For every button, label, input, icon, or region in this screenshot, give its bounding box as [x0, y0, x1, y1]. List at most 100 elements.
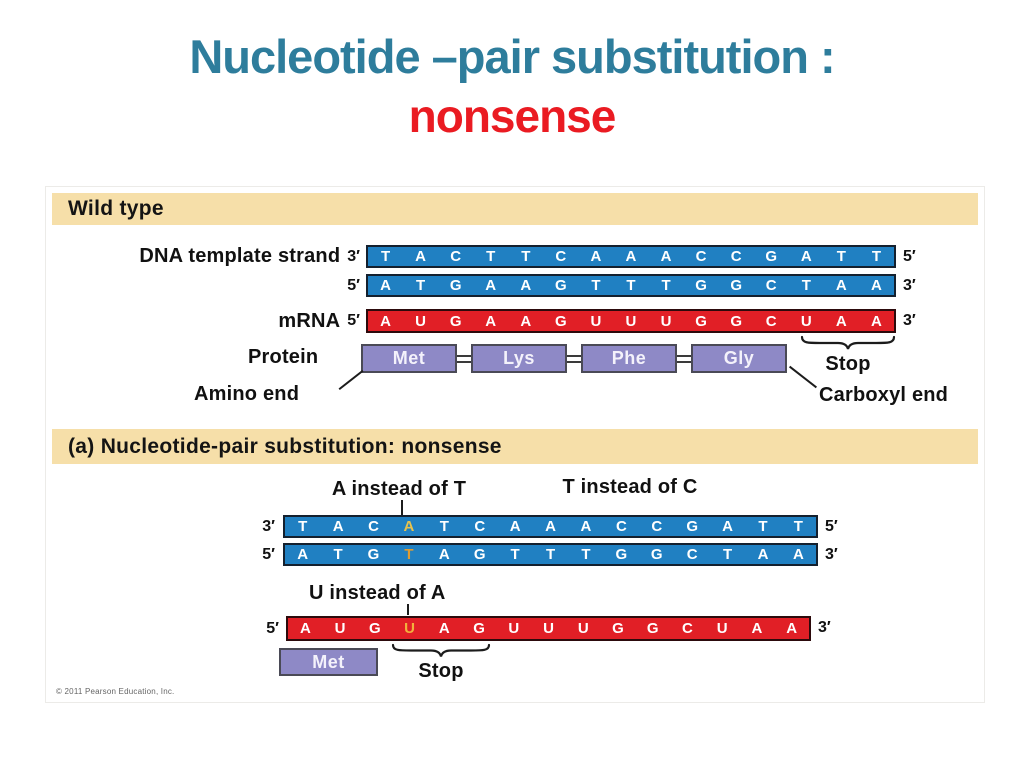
nucleotide-T: T — [298, 518, 308, 535]
title-line-2: nonsense — [408, 90, 617, 142]
nucleotide-U: U — [577, 620, 589, 637]
stop-brace-icon — [800, 335, 896, 350]
nucleotide-G: G — [555, 277, 567, 294]
nucleotide-U: U — [625, 312, 637, 330]
nucleotide-U: U — [800, 312, 812, 330]
nucleotide-T: T — [793, 518, 803, 535]
nucleotide-U: U — [334, 620, 346, 637]
mutant-template-row-label: 3′ — [46, 515, 275, 538]
nucleotide-G: G — [615, 546, 628, 563]
nucleotide-A: A — [438, 620, 450, 637]
nucleotide-G: G — [369, 620, 381, 637]
nucleotide-C: C — [555, 248, 567, 265]
nucleotide-A: A — [870, 277, 882, 294]
nucleotide-A: A — [835, 277, 847, 294]
nucleotide-C: C — [368, 518, 379, 535]
nucleotide-G: G — [612, 620, 624, 637]
carboxyl-end-label: Carboxyl end — [819, 384, 949, 406]
nucleotide-C: C — [765, 277, 777, 294]
callout-u-instead-of-a: U instead of A — [309, 582, 446, 604]
mutant-mrna-right-end: 3′ — [818, 619, 831, 636]
nucleotide-T: T — [722, 546, 733, 563]
mutant-mrna-left-end: 5′ — [266, 619, 279, 637]
mutant-mrna-row-label: 5′ — [46, 616, 279, 641]
nucleotide-A: A — [835, 312, 847, 330]
nucleotide-G: G — [449, 277, 462, 294]
nucleotide-A: A — [520, 277, 532, 294]
nucleotide-C: C — [450, 248, 462, 265]
wild-mrna-left-end: 5′ — [347, 312, 360, 329]
nucleotide-T: T — [581, 546, 591, 563]
nucleotide-A: A — [590, 248, 602, 265]
nucleotide-U: U — [543, 620, 554, 637]
callout-t-instead-of-c: T instead of C — [562, 476, 698, 498]
nucleotide-T: T — [758, 518, 768, 535]
nucleotide-A: A — [380, 277, 391, 294]
nucleotide-U: U — [508, 620, 520, 637]
mutant-template-right-end: 5′ — [825, 518, 838, 535]
mrna-label: mRNA — [278, 309, 341, 332]
nucleotide-A: A — [403, 518, 415, 535]
nucleotide-A: A — [520, 312, 532, 330]
mutant-amino-acid-box-met: Met — [279, 648, 378, 676]
nucleotide-G: G — [695, 312, 707, 330]
nucleotide-A: A — [870, 312, 882, 330]
nucleotide-G: G — [695, 277, 707, 294]
copyright-notice: © 2011 Pearson Education, Inc. — [56, 687, 175, 696]
nucleotide-A: A — [299, 620, 311, 637]
title-line-1: Nucleotide –pair substitution : — [189, 30, 835, 83]
nucleotide-T: T — [333, 546, 343, 563]
nucleotide-A: A — [757, 546, 769, 563]
mutant-section-header: (a) Nucleotide-pair substitution: nonsen… — [52, 429, 978, 464]
nucleotide-A: A — [509, 518, 521, 535]
amino-end-pointer-line — [338, 369, 364, 391]
nucleotide-A: A — [800, 248, 812, 265]
nucleotide-A: A — [751, 620, 763, 637]
mutant-coding-right-end: 3′ — [825, 546, 838, 563]
nucleotide-G: G — [449, 312, 462, 330]
wild-template-right-end: 5′ — [903, 248, 916, 265]
wild-template-left-end: 3′ — [347, 247, 360, 265]
wild-template-row-label: DNA template strand 3′ — [46, 245, 360, 268]
nucleotide-A: A — [786, 620, 798, 637]
nucleotide-A: A — [545, 518, 556, 535]
amino-acid-box-lys: Lys — [471, 344, 567, 373]
nucleotide-T: T — [404, 546, 414, 563]
nucleotide-G: G — [765, 248, 778, 265]
wild-coding-left-end: 5′ — [347, 276, 360, 294]
nucleotide-T: T — [591, 277, 601, 294]
protein-label: Protein — [248, 346, 319, 368]
nucleotide-C: C — [695, 248, 707, 265]
peptide-bond-connector — [567, 354, 581, 363]
nucleotide-A: A — [580, 518, 592, 535]
amino-acid-box-gly: Gly — [691, 344, 787, 373]
nucleotide-T: T — [416, 277, 426, 294]
mutant-coding-row-label: 5′ — [46, 543, 275, 566]
nucleotide-C: C — [651, 518, 663, 535]
wild-mrna-right-end: 3′ — [903, 312, 916, 329]
stop-brace-icon — [391, 643, 491, 657]
nucleotide-C: C — [682, 620, 693, 637]
amino-end-label: Amino end — [194, 383, 300, 405]
nucleotide-T: T — [626, 277, 636, 294]
nucleotide-G: G — [473, 546, 486, 563]
dna-template-strand-label: DNA template strand — [139, 245, 341, 267]
nucleotide-A: A — [660, 248, 672, 265]
nucleotide-C: C — [686, 546, 698, 563]
pointer-line — [401, 500, 403, 515]
callout-a-instead-of-t: A instead of T — [331, 478, 467, 500]
nucleotide-A: A — [438, 546, 450, 563]
nucleotide-C: C — [474, 518, 486, 535]
nucleotide-T: T — [521, 248, 531, 265]
nucleotide-T: T — [380, 248, 391, 265]
